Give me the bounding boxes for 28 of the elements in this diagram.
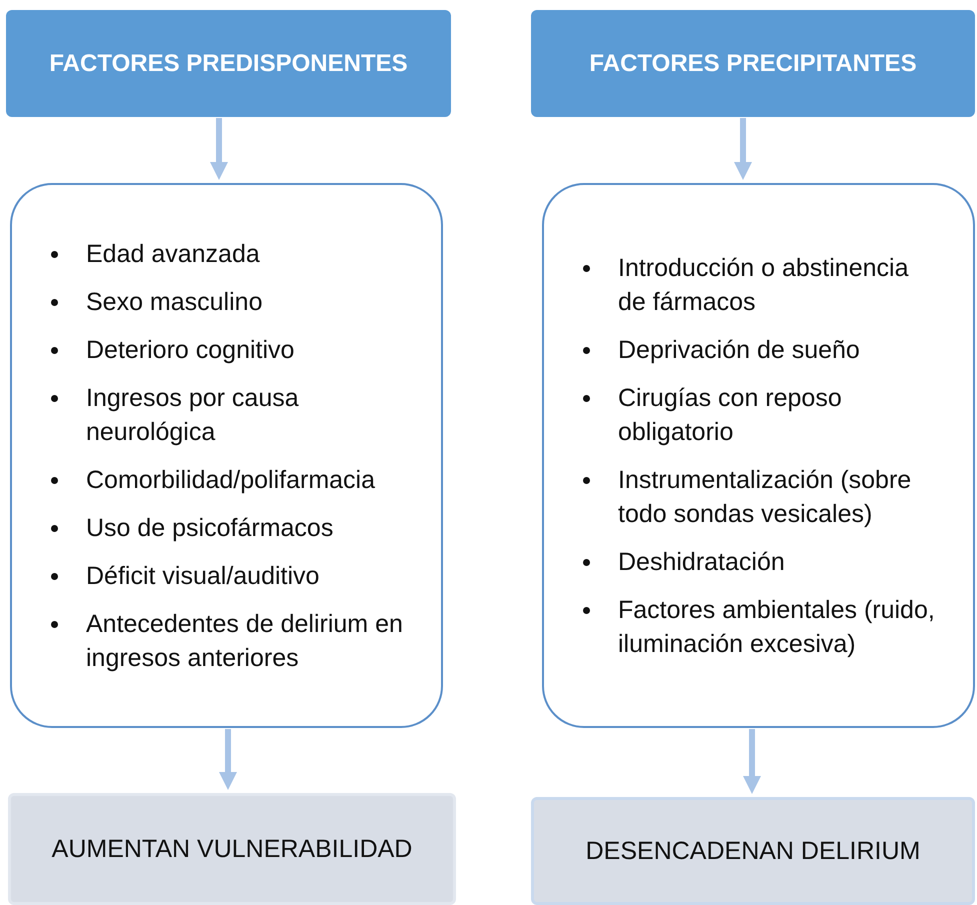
list-item: Factores ambientales (ruido, iluminación excesiva)	[618, 594, 936, 660]
list-item: Cirugías con reposo obligatorio	[618, 382, 843, 448]
list-item: Antecedentes de delirium en ingresos anteriores	[86, 608, 404, 674]
list-item: Uso de psicofármacos	[86, 512, 334, 544]
arrow	[743, 729, 761, 794]
result-box	[531, 797, 975, 905]
list-item: Deshidratación	[618, 546, 786, 578]
arrow	[734, 118, 752, 180]
header-text: FACTORES PREDISPONENTES	[49, 50, 408, 78]
list-item: Deterioro cognitivo	[86, 334, 296, 366]
result-text: DESENCADENAN DELIRIUM	[586, 836, 920, 866]
arrow	[210, 118, 228, 180]
list-item: Instrumentalización (sobre todo sondas vesicales)	[618, 464, 912, 530]
header-box	[531, 10, 975, 117]
list-item: Introducción o abstinencia de fármacos	[618, 252, 910, 318]
list-item: Ingresos por causa neurológica	[86, 382, 300, 448]
arrow	[219, 729, 237, 790]
factor-list-box	[10, 183, 443, 728]
list-item: Deprivación de sueño	[618, 334, 861, 366]
list-item: Comorbilidad/polifarmacia	[86, 464, 376, 496]
result-text: AUMENTAN VULNERABILIDAD	[52, 834, 412, 864]
result-box	[8, 793, 456, 905]
list-item: Déficit visual/auditivo	[86, 560, 320, 592]
list-item: Edad avanzada	[86, 238, 261, 270]
header-text: FACTORES PRECIPITANTES	[589, 50, 917, 78]
list-item: Sexo masculino	[86, 286, 264, 318]
header-box	[6, 10, 451, 117]
factor-list-box	[542, 183, 975, 728]
